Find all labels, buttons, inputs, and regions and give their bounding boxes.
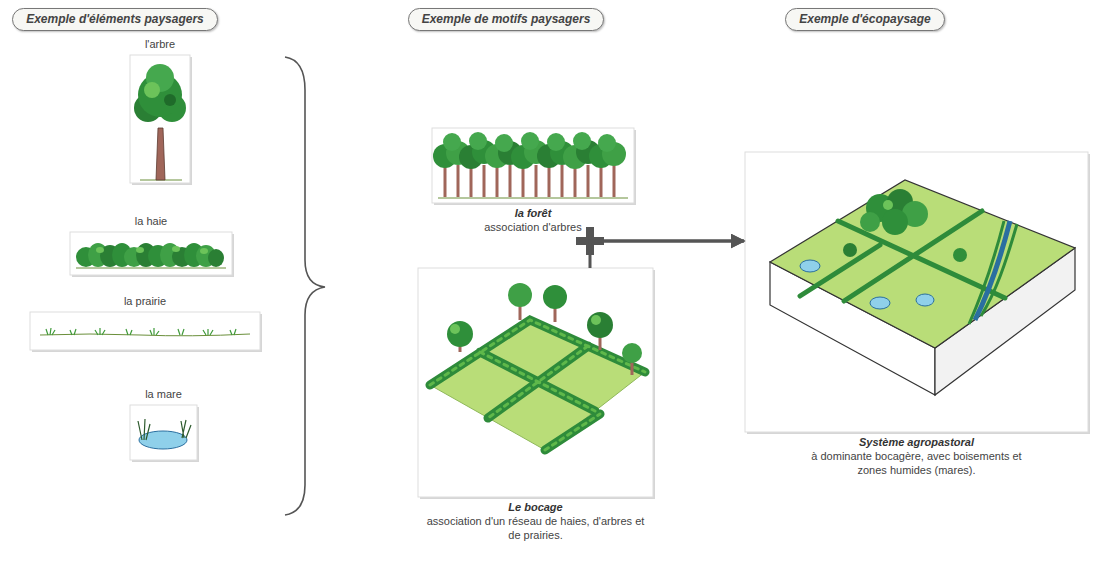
grouping-brace [285,57,325,515]
meadow-drawing [40,328,250,336]
tree-drawing [134,64,186,180]
bocage-drawing [447,321,473,347]
header-text: Exemple d'écopaysage [799,12,931,27]
picture-frame [418,268,653,497]
tree-drawing [156,128,165,180]
hedge-drawing [76,268,226,269]
header-pill: Exemple d'écopaysage [785,8,945,31]
ecopaysage-frame: Système agropastoralà dominante bocagère… [745,152,1088,477]
frame-space [130,405,197,460]
picture-frame [30,312,260,350]
landscape-block-drawing [975,221,1010,320]
caption-text: à dominante bocagère, avec boisements et… [809,449,1024,477]
landscape-block-drawing [770,180,1075,348]
bocage-drawing [460,300,632,375]
forest-drawing [443,133,461,151]
landscape-block-drawing [860,212,880,232]
tree-drawing [144,82,160,98]
bocage-drawing [430,320,645,450]
header-pill: Exemple de motifs paysagers [408,8,605,31]
landscape-block-drawing [843,243,857,257]
hedge-drawing [172,246,180,252]
element-label: la haie [135,214,167,228]
frame-space [130,55,190,183]
forest-drawing [598,134,616,152]
motif-frame: la forêtassociation d'arbres [432,128,634,234]
element-label: l'arbre [145,37,175,51]
frame-space [418,268,653,497]
grouping-brace [285,57,325,515]
element-label: la prairie [124,294,166,308]
caption-title: Le bocage [508,500,562,514]
element-label: la mare [145,387,182,401]
forest-drawing [573,132,591,150]
header-text: Exemple de motifs paysagers [422,12,591,27]
forest-drawing [495,134,513,152]
picture-frame [130,55,190,183]
element-frame: la prairie [30,294,260,350]
hedge-drawing [208,249,224,267]
caption-text: association d'un réseau de haies, d'arbr… [420,514,652,542]
bocage-drawing [543,285,567,309]
bocage-drawing [587,312,613,338]
hedge-drawing [96,247,104,253]
landscape-block-drawing [969,221,1017,324]
forest-drawing [521,132,539,150]
connector-arrow [590,241,744,268]
pond-drawing [138,419,191,449]
landscape-block-drawing [882,209,908,235]
bocage-drawing [591,315,601,325]
bocage-drawing [430,320,645,450]
frame-space [30,312,260,350]
bocage-drawing [450,324,460,334]
hedge-drawing [200,248,208,254]
picture-frame [30,55,1090,499]
caption-title: Système agropastoral [859,435,974,449]
picture-frame [432,128,634,203]
bocage-drawing [508,283,532,307]
forest-drawing [433,132,628,198]
forest-drawing [445,165,614,197]
element-frame: l'arbre [130,37,190,183]
landscape-block-drawing [770,180,1075,395]
landscape-block-drawing [800,260,820,272]
landscape-block-drawing [953,248,967,262]
landscape-block-drawing [883,200,893,210]
bocage-drawing [430,320,645,450]
motif-frame: Le bocageassociation d'un réseau de haie… [418,268,653,542]
element-frame: la haie [70,214,232,275]
forest-drawing [469,132,487,150]
header-pill: Exemple d'éléments paysagers [12,8,218,31]
picture-frame [70,232,232,275]
frame-space [745,152,1088,432]
landscape-block-drawing [870,297,890,309]
landscape-block-drawing [916,294,934,306]
meadow-drawing [46,328,236,335]
forest-drawing [438,198,628,199]
header-text: Exemple d'éléments paysagers [26,12,204,27]
tree-drawing [164,94,176,106]
element-frame: la mare [130,387,197,460]
caption-text: association d'arbres [484,220,582,234]
picture-frame [130,405,197,460]
hedge-drawing [76,243,226,268]
pond-drawing [138,419,191,440]
bocage-drawing [622,343,642,363]
forest-drawing [547,133,565,151]
caption-title: la forêt [515,206,552,220]
frame-space [432,128,634,203]
frame-space [70,232,232,275]
bocage-drawing [430,283,645,450]
picture-frame [745,152,1088,432]
hedge-drawing [136,247,144,253]
